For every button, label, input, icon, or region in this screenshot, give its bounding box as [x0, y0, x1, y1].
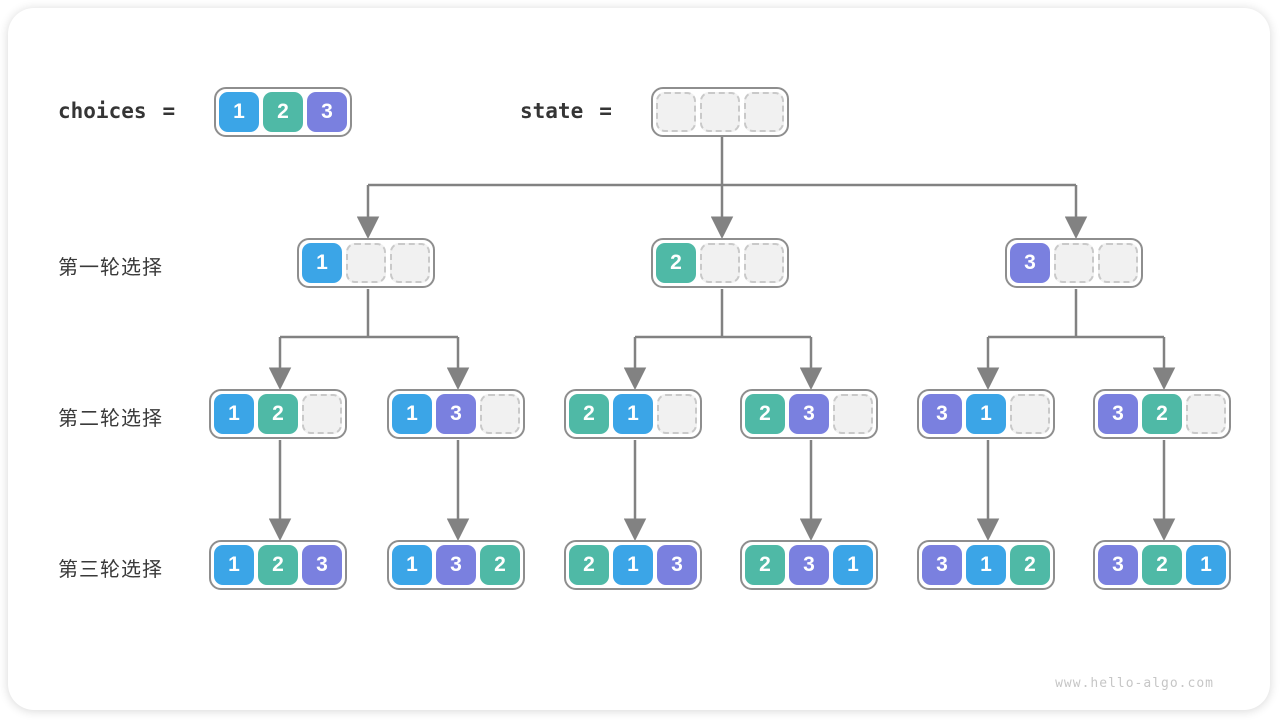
value-cell-3: 3	[302, 545, 342, 585]
value-cell-2: 2	[1142, 394, 1182, 434]
value-cell-1: 1	[392, 394, 432, 434]
value-cell-3: 3	[789, 545, 829, 585]
choices-keyword: choices	[58, 99, 147, 123]
value-cell-3: 3	[436, 545, 476, 585]
empty-cell	[744, 92, 784, 132]
diagram-card	[8, 8, 1270, 710]
state-caption: state =	[520, 99, 612, 123]
value-cell-2: 2	[480, 545, 520, 585]
value-cell-3: 3	[1098, 394, 1138, 434]
value-cell-1: 1	[833, 545, 873, 585]
value-cell-1: 1	[302, 243, 342, 283]
value-cell-3: 3	[789, 394, 829, 434]
value-cell-2: 2	[258, 394, 298, 434]
value-cell-1: 1	[214, 545, 254, 585]
value-cell-3: 3	[307, 92, 347, 132]
value-cell-1: 1	[613, 545, 653, 585]
empty-cell	[480, 394, 520, 434]
value-cell-2: 2	[656, 243, 696, 283]
website-watermark: www.hello-algo.com	[1055, 676, 1214, 691]
value-cell-2: 2	[745, 545, 785, 585]
choices-equals-sign: =	[162, 99, 176, 123]
value-cell-2: 2	[258, 545, 298, 585]
empty-cell	[302, 394, 342, 434]
empty-cell	[1010, 394, 1050, 434]
empty-cell	[346, 243, 386, 283]
value-cell-3: 3	[657, 545, 697, 585]
value-cell-1: 1	[392, 545, 432, 585]
value-cell-1: 1	[966, 545, 1006, 585]
empty-cell	[1054, 243, 1094, 283]
empty-cell	[700, 92, 740, 132]
value-cell-1: 1	[214, 394, 254, 434]
state-equals-sign: =	[599, 99, 612, 123]
value-cell-2: 2	[263, 92, 303, 132]
state-keyword: state	[520, 99, 584, 123]
choices-caption: choices =	[58, 99, 175, 123]
value-cell-1: 1	[613, 394, 653, 434]
state-node-l1-3: 3	[1005, 238, 1143, 288]
round-3-label: 第三轮选择	[58, 559, 163, 581]
value-cell-3: 3	[1098, 545, 1138, 585]
empty-cell	[744, 243, 784, 283]
value-cell-2: 2	[569, 394, 609, 434]
value-cell-3: 3	[1010, 243, 1050, 283]
empty-cell	[700, 243, 740, 283]
value-cell-2: 2	[1142, 545, 1182, 585]
state-array	[651, 87, 789, 137]
empty-cell	[1098, 243, 1138, 283]
value-cell-1: 1	[1186, 545, 1226, 585]
value-cell-3: 3	[922, 394, 962, 434]
state-node-l1-1: 1	[297, 238, 435, 288]
empty-cell	[390, 243, 430, 283]
value-cell-2: 2	[1010, 545, 1050, 585]
value-cell-1: 1	[219, 92, 259, 132]
empty-cell	[833, 394, 873, 434]
value-cell-2: 2	[745, 394, 785, 434]
empty-cell	[657, 394, 697, 434]
value-cell-2: 2	[569, 545, 609, 585]
round-2-label: 第二轮选择	[58, 408, 163, 430]
value-cell-3: 3	[436, 394, 476, 434]
value-cell-3: 3	[922, 545, 962, 585]
state-node-l1-2: 2	[651, 238, 789, 288]
round-1-label: 第一轮选择	[58, 257, 163, 279]
empty-cell	[656, 92, 696, 132]
empty-cell	[1186, 394, 1226, 434]
value-cell-1: 1	[966, 394, 1006, 434]
